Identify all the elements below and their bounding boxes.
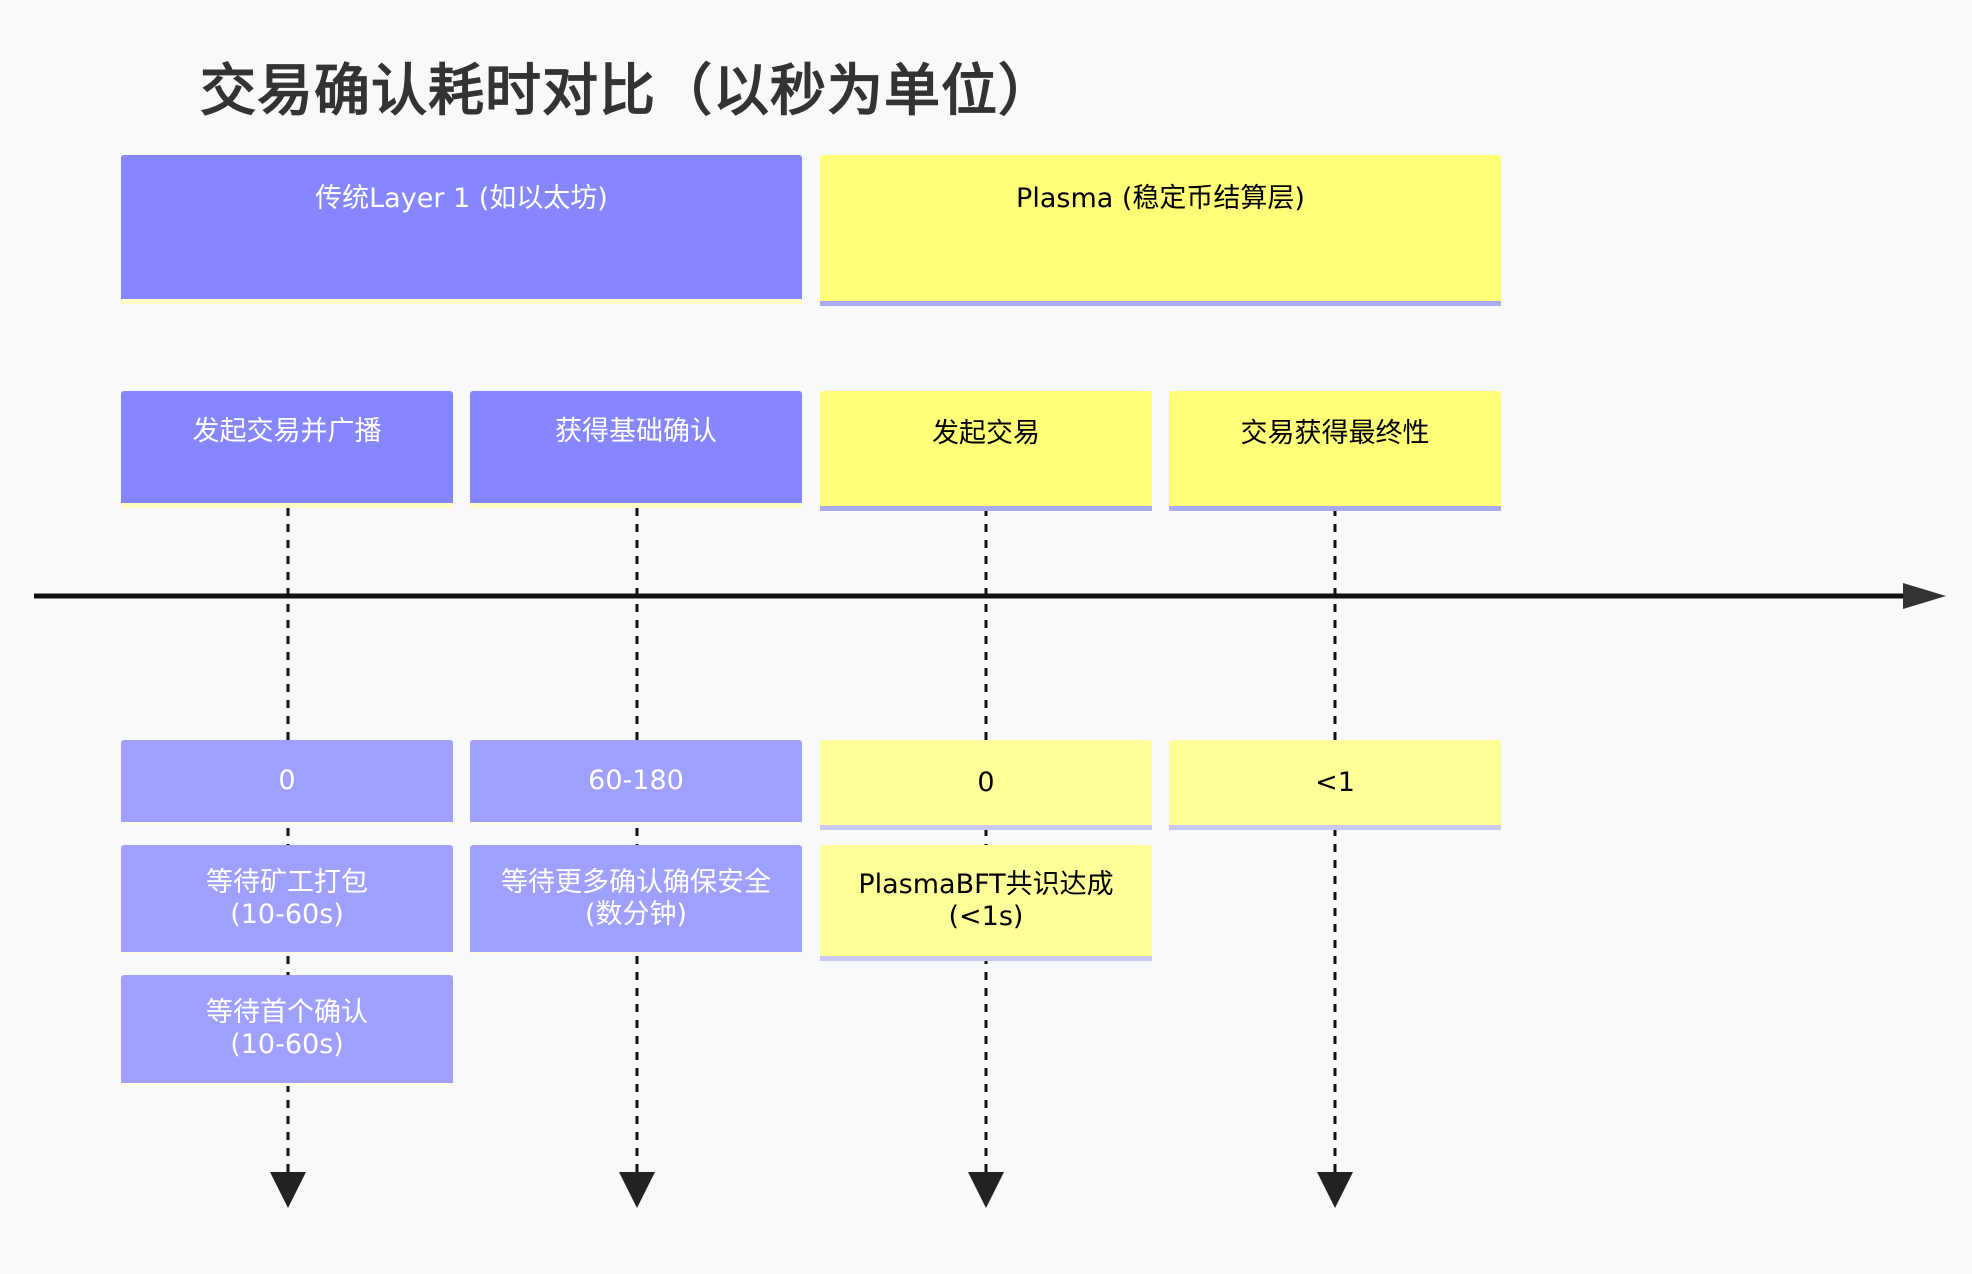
period-label-3: 发起交易 <box>820 391 1152 511</box>
period-label-1: 发起交易并广播 <box>121 391 453 508</box>
section-layer1: 传统Layer 1 (如以太坊) <box>121 155 802 304</box>
event-plasmabft-consensus: PlasmaBFT共识达成 (<1s) <box>820 845 1152 961</box>
period-label-2: 获得基础确认 <box>470 391 802 508</box>
event-wait-miner: 等待矿工打包 (10-60s) <box>121 845 453 955</box>
time-value-1: 0 <box>121 740 453 825</box>
time-axis-arrowhead <box>1903 583 1946 609</box>
time-value-2: 60-180 <box>470 740 802 825</box>
section-plasma: Plasma (稳定币结算层) <box>820 155 1501 306</box>
event-wait-first-confirmation: 等待首个确认 (10-60s) <box>121 975 453 1086</box>
time-value-4: <1 <box>1169 740 1501 830</box>
page-title: 交易确认耗时对比（以秒为单位） <box>200 59 1055 124</box>
event-wait-more-confirmations: 等待更多确认确保安全 (数分钟) <box>470 845 802 955</box>
time-value-3: 0 <box>820 740 1152 830</box>
period-label-4: 交易获得最终性 <box>1169 391 1501 511</box>
